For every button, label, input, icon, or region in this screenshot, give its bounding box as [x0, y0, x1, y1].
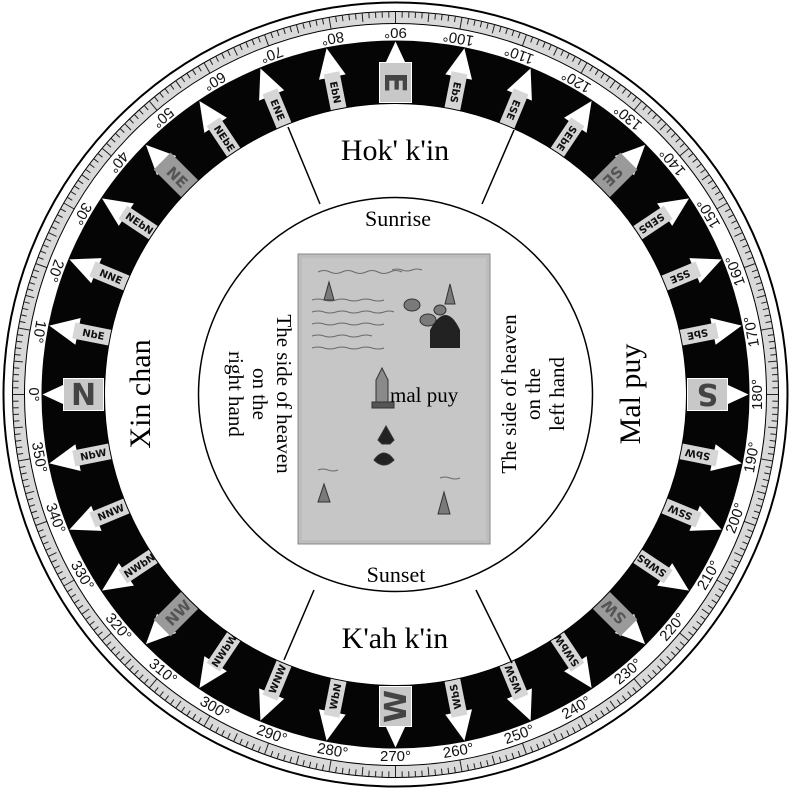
quadrant-label-right: Mal puy: [614, 344, 647, 445]
quadrant-label-left: Xin chan: [124, 339, 157, 448]
degree-tick: [770, 355, 776, 356]
degree-label: 0°: [25, 387, 42, 401]
degree-tick: [356, 769, 357, 775]
quadrant-label-bottom: K'ah k'in: [342, 622, 449, 655]
point-label: W: [379, 690, 414, 723]
right-side-line-1: The side of heaven: [497, 314, 521, 474]
manuscript-caption: mal puy: [390, 383, 459, 407]
degree-label: 90°: [384, 24, 407, 41]
manuscript-image: mal puy: [298, 254, 490, 544]
degree-label: 180°: [749, 379, 766, 410]
degree-label: 270°: [380, 748, 411, 765]
right-side-line-3: left hand: [545, 356, 569, 431]
degree-tick: [15, 434, 21, 435]
right-side-line-2: on the: [521, 368, 545, 420]
bowl-figure: [404, 299, 420, 311]
degree-tick: [356, 14, 357, 20]
degree-tick: [435, 14, 436, 20]
point-label: E: [377, 72, 412, 93]
left-side-line-3: right hand: [224, 351, 248, 437]
left-side-line-2: on the: [248, 368, 272, 420]
left-side-line-1: The side of heaven: [272, 314, 296, 474]
degree-tick: [770, 434, 776, 435]
degree-tick: [15, 355, 21, 356]
quadrant-label-top: Hok' k'in: [341, 134, 449, 167]
bowl-figure: [434, 305, 446, 315]
sunrise-label: Sunrise: [365, 206, 431, 231]
point-label: N: [71, 378, 96, 413]
degree-tick: [435, 769, 436, 775]
sunset-label: Sunset: [367, 562, 426, 587]
point-label: S: [697, 376, 719, 411]
